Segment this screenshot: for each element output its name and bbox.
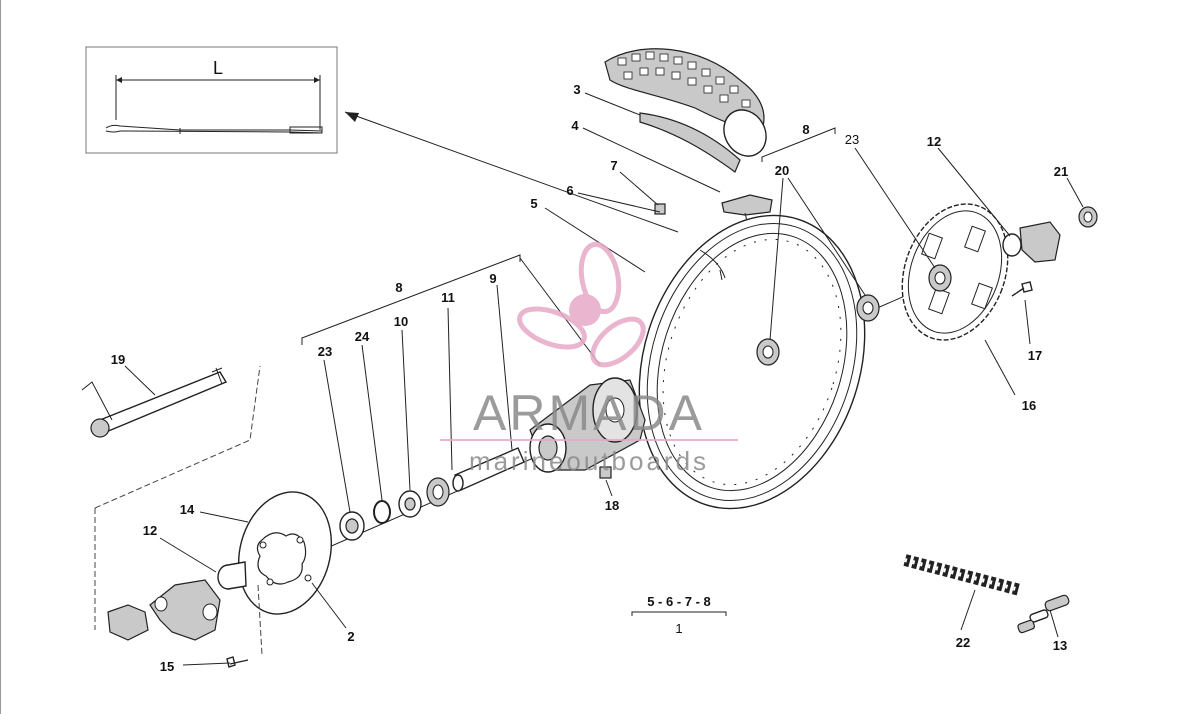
- rim-lock: [721, 194, 773, 226]
- callout-21: 21: [1054, 164, 1068, 179]
- callout-4: 4: [571, 118, 579, 133]
- callout-labels: 3 4 6 7 5 8 23 20 12 21 17 16 8 9 11 10 …: [111, 82, 1068, 674]
- hub-bearing: [426, 477, 450, 507]
- group-note-items: 5 - 6 - 7 - 8: [647, 594, 711, 609]
- spacer-tube: [452, 447, 525, 492]
- callout-7: 7: [610, 158, 617, 173]
- tire: [604, 48, 767, 157]
- callout-10: 10: [394, 314, 408, 329]
- drive-chain: [903, 554, 1022, 596]
- callout-24: 24: [355, 329, 370, 344]
- caliper-bolt: [226, 656, 249, 668]
- callout-23-left: 23: [318, 344, 332, 359]
- oil-seal: [339, 511, 365, 541]
- callout-19: 19: [111, 352, 125, 367]
- callout-11: 11: [441, 290, 455, 305]
- rear-sprocket: [901, 203, 1009, 341]
- spoke-drawing: [105, 124, 323, 134]
- sprocket-bolt: [1011, 281, 1033, 297]
- callout-3: 3: [573, 82, 580, 97]
- wheel-rim: [638, 214, 866, 510]
- callout-22: 22: [956, 635, 970, 650]
- armada-watermark: ARMADA marineoutboards: [440, 241, 738, 476]
- callout-14: 14: [180, 502, 195, 517]
- hub-nut: [599, 466, 612, 479]
- callout-12-left: 12: [143, 523, 157, 538]
- caliper-bracket: [149, 579, 221, 641]
- nipple-nut: [654, 203, 666, 215]
- callout-5: 5: [530, 196, 537, 211]
- callout-2: 2: [347, 629, 354, 644]
- callout-12-right: 12: [927, 134, 941, 149]
- callout-15: 15: [160, 659, 174, 674]
- chain-adjuster-left: [107, 604, 149, 641]
- watermark-tagline: marineoutboards: [469, 446, 709, 476]
- callout-13: 13: [1053, 638, 1067, 653]
- leader-lines: [124, 92, 1084, 666]
- callout-16: 16: [1022, 398, 1036, 413]
- chain-adjuster-right: [1002, 206, 1098, 263]
- wheel-hub: [529, 377, 646, 473]
- inset-dimension-label: L: [213, 58, 223, 78]
- callout-20: 20: [775, 163, 789, 178]
- wheel-axle: [81, 367, 228, 438]
- callout-17: 17: [1028, 348, 1042, 363]
- callout-9: 9: [489, 271, 496, 286]
- brake-disc: [237, 491, 333, 615]
- bearing: [398, 490, 422, 518]
- callout-1: 1: [675, 621, 682, 636]
- rim-tape: [639, 112, 741, 173]
- watermark-brand: ARMADA: [473, 385, 705, 441]
- callout-6: 6: [566, 183, 573, 198]
- master-link: [1017, 594, 1070, 634]
- callout-23-right: 23: [845, 132, 859, 147]
- callout-8-left: 8: [395, 280, 402, 295]
- circlip: [373, 500, 391, 524]
- callout-18: 18: [605, 498, 619, 513]
- spoke-length-inset: L: [85, 46, 338, 154]
- callout-8-right: 8: [802, 122, 809, 137]
- spacer-left: [217, 561, 247, 590]
- propeller-logo-icon: [517, 241, 646, 368]
